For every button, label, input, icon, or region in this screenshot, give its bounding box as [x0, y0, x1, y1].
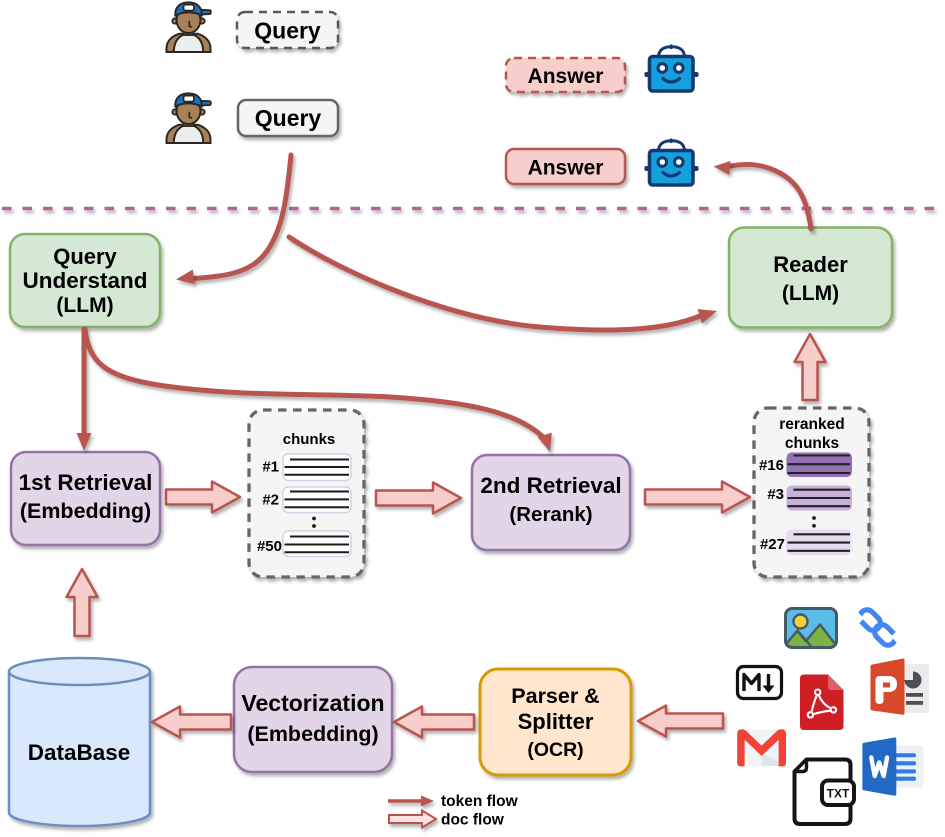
svg-text:#27: #27 — [760, 536, 785, 553]
svg-text:(Embedding): (Embedding) — [20, 499, 151, 523]
svg-text:DataBase: DataBase — [28, 740, 131, 765]
svg-text:Answer: Answer — [528, 157, 604, 180]
svg-text:#2: #2 — [262, 492, 279, 509]
svg-text:doc flow: doc flow — [441, 812, 505, 829]
svg-text:Splitter: Splitter — [518, 709, 594, 734]
svg-text:TXT: TXT — [827, 787, 850, 801]
svg-text:Reader: Reader — [773, 252, 848, 277]
svg-text:Vectorization: Vectorization — [241, 690, 384, 716]
svg-text:token flow: token flow — [441, 793, 519, 810]
svg-text:Query: Query — [255, 105, 322, 131]
svg-text:Query: Query — [53, 244, 117, 269]
svg-text:Answer: Answer — [528, 65, 604, 88]
svg-text:(Embedding): (Embedding) — [247, 722, 378, 746]
svg-text:reranked: reranked — [779, 416, 844, 433]
svg-text:(LLM): (LLM) — [782, 282, 839, 305]
svg-text:(OCR): (OCR) — [527, 739, 583, 761]
svg-text:Understand: Understand — [22, 268, 147, 293]
svg-text:1st Retrieval: 1st Retrieval — [19, 470, 153, 495]
svg-text:2nd Retrieval: 2nd Retrieval — [480, 473, 621, 498]
svg-text:Query: Query — [254, 18, 321, 44]
svg-text:chunks: chunks — [283, 431, 336, 448]
svg-text:#1: #1 — [262, 459, 279, 476]
svg-text:(Rerank): (Rerank) — [509, 503, 592, 526]
svg-text:#3: #3 — [767, 486, 784, 503]
svg-text:(LLM): (LLM) — [56, 294, 113, 317]
svg-text:chunks: chunks — [785, 435, 839, 452]
svg-text:#16: #16 — [759, 457, 784, 474]
svg-text:#50: #50 — [257, 538, 282, 555]
svg-text:Parser &: Parser & — [511, 684, 599, 708]
